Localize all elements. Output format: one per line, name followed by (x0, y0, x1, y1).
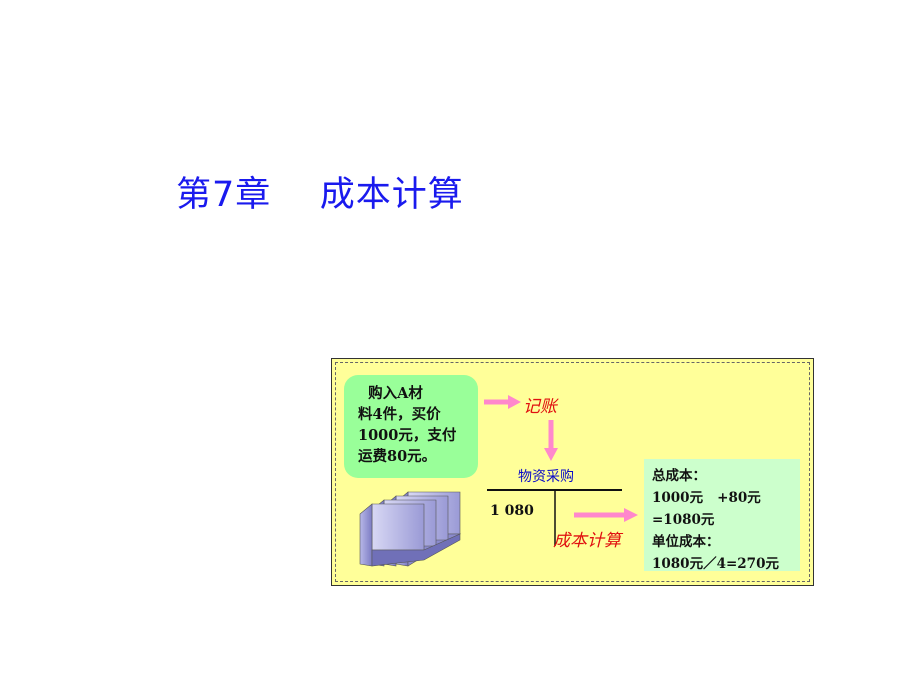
account-amount: 1 080 (490, 503, 534, 519)
arrow-down-icon (544, 420, 558, 461)
purchase-line: 购入A材 (358, 385, 423, 402)
purchase-description-box: 购入A材 料4件，买价 1000元，支付 运费80元。 (344, 375, 478, 478)
purchase-line: 料4件，买价 (358, 406, 441, 423)
record-label: 记账 (523, 397, 557, 417)
purchase-line: 运费80元。 (358, 448, 437, 465)
arrow-right-icon (484, 395, 521, 409)
purchase-line: 1000元，支付 (358, 427, 457, 444)
page-title: 第7章 成本计算 (176, 175, 464, 215)
result-line: 1080元／4=270元 (652, 556, 779, 572)
result-line: 1000元 +80元 (652, 490, 761, 506)
account-name: 物资采购 (518, 469, 574, 485)
arrow-right-icon (574, 508, 638, 522)
cost-result-box: 总成本： 1000元 +80元 =1080元 单位成本： 1080元／4=270… (644, 459, 800, 572)
stacked-blocks-icon (359, 491, 462, 567)
t-account-lines (487, 489, 622, 546)
result-line: 总成本： (652, 468, 706, 484)
result-line: =1080元 (652, 512, 715, 528)
result-line: 单位成本： (652, 534, 720, 550)
panel-dashed-border (335, 362, 810, 582)
cost-calculation-label: 成本计算 (553, 531, 621, 551)
